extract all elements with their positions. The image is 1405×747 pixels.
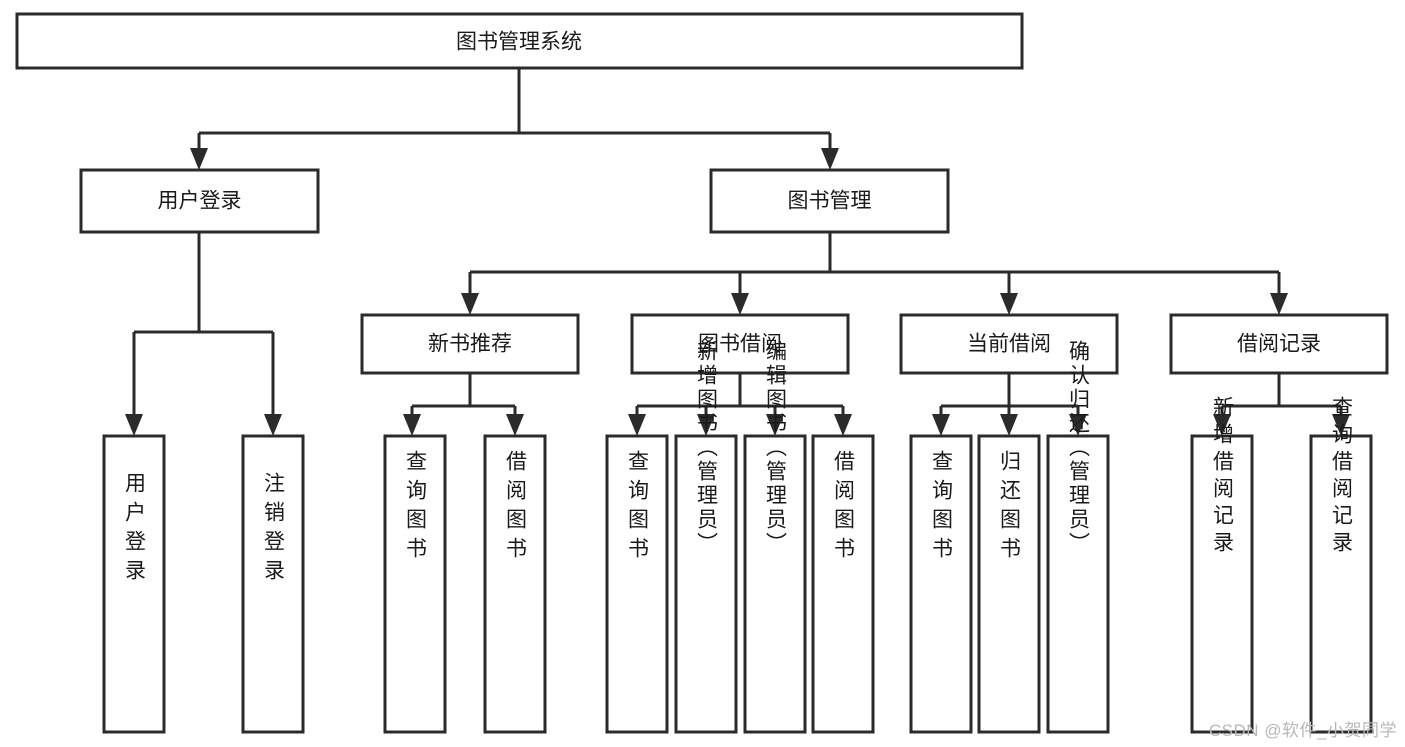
arrowhead-to-new-book-recommend — [461, 293, 479, 315]
arrowhead-leaf-bb-edit-book — [766, 414, 784, 436]
leaf-bb-borrow-book[interactable]: 借阅图书 — [811, 434, 875, 734]
arrowhead-leaf-nb-query-book — [403, 414, 421, 436]
arrowhead-leaf-bb-query-book — [628, 414, 646, 436]
node-book-manage[interactable]: 图书管理 — [709, 168, 950, 234]
leaf-logout-label: 注销登录 — [262, 472, 286, 588]
node-book-borrow[interactable]: 图书借阅 — [630, 313, 850, 375]
leaf-br-query-record[interactable]: 查询借阅记录 — [1309, 396, 1373, 734]
leaf-br-add-record-label: 新增借阅记录 — [1211, 396, 1235, 558]
leaf-cb-confirm-return[interactable]: 确认归还（管理员） — [1046, 340, 1110, 734]
arrowhead-to-book-manage — [821, 148, 839, 170]
leaf-user-login-label: 用户登录 — [123, 472, 147, 588]
arrowhead-leaf-bb-add-book — [697, 414, 715, 436]
connector-book-borrow-to-leaves — [635, 373, 845, 417]
leaf-bb-query-book[interactable]: 查询图书 — [605, 434, 669, 734]
node-root-system-label: 图书管理系统 — [456, 31, 582, 54]
leaf-nb-query-book[interactable]: 查询图书 — [383, 434, 447, 734]
leaf-bb-query-book-label: 查询图书 — [626, 450, 650, 566]
arrowhead-leaf-cb-return-book — [1000, 414, 1018, 436]
node-current-borrow-label: 当前借阅 — [967, 333, 1051, 356]
arrowhead-leaf-logout — [264, 414, 282, 436]
connector-book-manage-to-level3 — [468, 232, 1281, 296]
arrowhead-to-book-borrow — [731, 293, 749, 315]
arrowhead-to-current-borrow — [1000, 293, 1018, 315]
leaf-br-add-record[interactable]: 新增借阅记录 — [1190, 396, 1254, 734]
leaf-bb-add-book-label: 新增图书（管理员） — [695, 340, 719, 556]
leaf-logout[interactable]: 注销登录 — [241, 434, 305, 734]
leaf-nb-borrow-book[interactable]: 借阅图书 — [483, 434, 547, 734]
arrowhead-leaf-br-query-record — [1332, 414, 1350, 436]
leaf-cb-query-book[interactable]: 查询图书 — [909, 434, 973, 734]
connector-user-login-to-leaves — [132, 232, 275, 417]
connector-new-book-recommend-to-leaves — [410, 373, 517, 417]
arrowhead-leaf-cb-query-book — [932, 414, 950, 436]
leaf-bb-edit-book[interactable]: 编辑图书（管理员） — [743, 340, 807, 734]
arrowhead-leaf-br-add-record — [1213, 414, 1231, 436]
leaf-cb-return-book-label: 归还图书 — [998, 450, 1022, 566]
connector-current-borrow-to-leaves — [939, 373, 1080, 417]
node-user-login[interactable]: 用户登录 — [79, 168, 320, 234]
leaf-bb-add-book[interactable]: 新增图书（管理员） — [674, 340, 738, 734]
node-user-login-label: 用户登录 — [158, 190, 242, 213]
arrowhead-leaf-cb-confirm-return — [1069, 414, 1087, 436]
leaf-cb-query-book-label: 查询图书 — [930, 450, 954, 566]
leaf-nb-query-book-label: 查询图书 — [404, 450, 428, 566]
leaf-bb-borrow-book-label: 借阅图书 — [832, 450, 856, 566]
leaf-nb-borrow-book-label: 借阅图书 — [504, 450, 528, 566]
arrowhead-to-user-login — [190, 148, 208, 170]
leaf-cb-confirm-return-label: 确认归还（管理员） — [1067, 340, 1091, 556]
node-borrow-record-label: 借阅记录 — [1237, 333, 1321, 356]
arrowhead-leaf-nb-borrow-book — [506, 414, 524, 436]
node-current-borrow[interactable]: 当前借阅 — [899, 313, 1119, 375]
arrowhead-leaf-bb-borrow-book — [834, 414, 852, 436]
node-borrow-record[interactable]: 借阅记录 — [1169, 313, 1389, 375]
node-root-system[interactable]: 图书管理系统 — [15, 12, 1024, 70]
arrowhead-to-borrow-record — [1270, 293, 1288, 315]
node-new-book-recommend[interactable]: 新书推荐 — [360, 313, 580, 375]
node-new-book-recommend-label: 新书推荐 — [428, 333, 512, 356]
node-book-manage-label: 图书管理 — [788, 190, 872, 213]
leaf-cb-return-book[interactable]: 归还图书 — [977, 434, 1041, 734]
leaf-bb-edit-book-label: 编辑图书（管理员） — [764, 340, 788, 556]
leaf-user-login[interactable]: 用户登录 — [102, 434, 166, 734]
connector-borrow-record-to-leaves — [1220, 373, 1343, 417]
connector-layer — [125, 68, 1350, 436]
connector-root-to-level2 — [197, 68, 832, 152]
leaf-br-query-record-label: 查询借阅记录 — [1330, 396, 1354, 558]
arrowhead-leaf-user-login — [125, 414, 143, 436]
node-book-borrow-label: 图书借阅 — [698, 333, 782, 356]
